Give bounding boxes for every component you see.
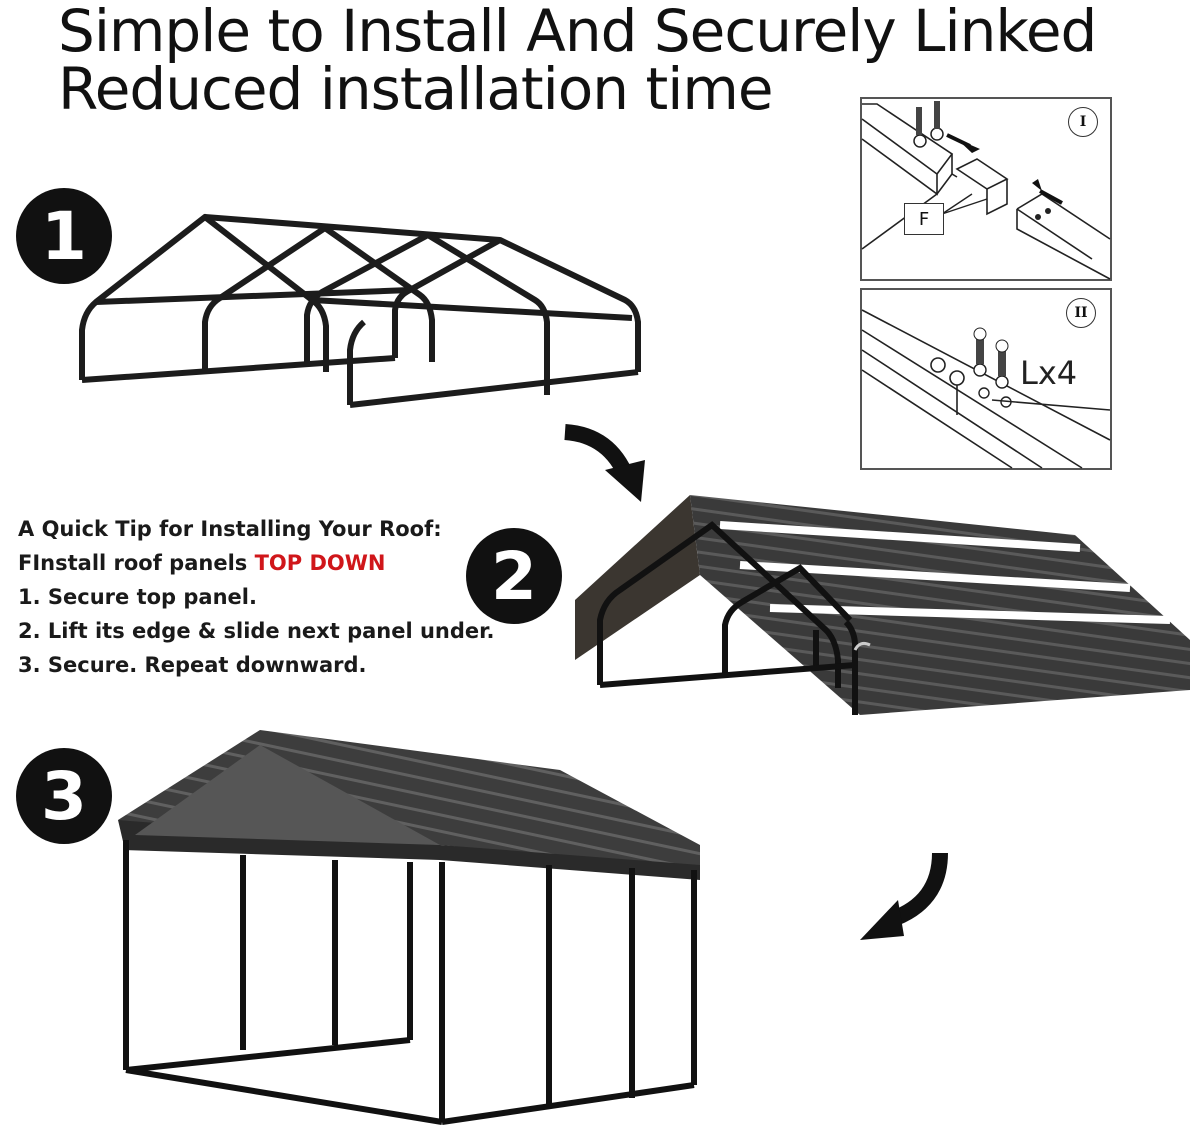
tip-step-3: 3. Secure. Repeat downward. (18, 653, 367, 677)
step-2-number: 2 (491, 537, 537, 615)
tip-instruction: FInstall roof panels TOP DOWN (18, 546, 495, 580)
tube-connector-diagram (861, 101, 1111, 280)
tip-instruction-text: FInstall roof panels (18, 551, 255, 575)
panel-2-roman-label: II (1066, 298, 1096, 328)
arrow-down-left-icon (860, 852, 948, 940)
tip-step-2: 2. Lift its edge & slide next panel unde… (18, 619, 495, 643)
title-line-1: Simple to Install And Securely Linked (58, 0, 1097, 65)
panel-1-roman-label: I (1068, 107, 1098, 137)
tip-highlight: TOP DOWN (254, 551, 386, 575)
step-2-badge: 2 (466, 528, 562, 624)
bolt-quantity-label: Lx4 (1020, 354, 1078, 392)
step-1-badge: 1 (16, 188, 112, 284)
title-line-2: Reduced installation time (58, 55, 773, 123)
tip-heading: A Quick Tip for Installing Your Roof: (18, 517, 442, 541)
bolt-fastening-diagram (861, 309, 1111, 469)
detail-panel-2: II Lx4 (860, 288, 1112, 470)
step-3-badge: 3 (16, 748, 112, 844)
detail-panel-1: I F (860, 97, 1112, 281)
step-3-number: 3 (41, 757, 87, 835)
arrow-down-right-icon (564, 424, 645, 502)
tip-step-1: 1. Secure top panel. (18, 585, 257, 609)
roof-install-tips: A Quick Tip for Installing Your Roof: FI… (18, 512, 495, 682)
step-1-number: 1 (41, 197, 87, 275)
part-f-label: F (904, 203, 944, 235)
